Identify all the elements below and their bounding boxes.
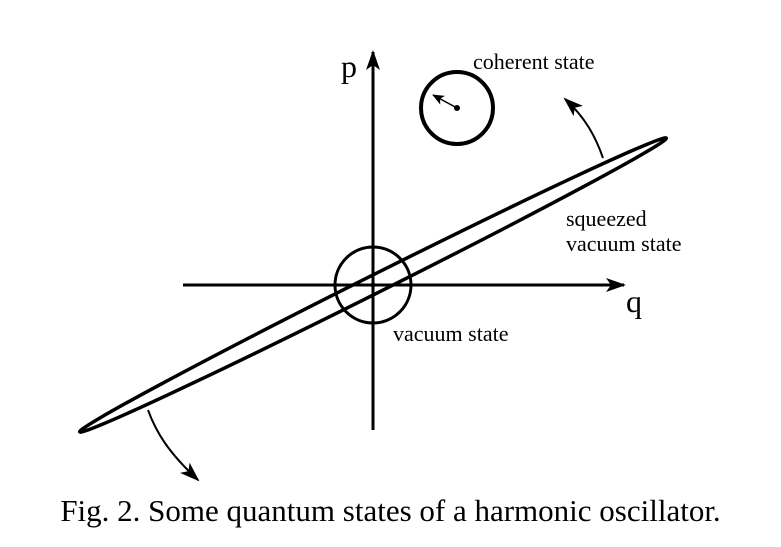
rotation-arrow-upper — [563, 97, 604, 159]
coherent-state-label: coherent state — [473, 49, 595, 74]
squeezed-vacuum-ellipse — [77, 136, 669, 434]
vacuum-state-circle — [333, 245, 413, 325]
squeezed-state-label-line1: squeezed — [566, 206, 647, 231]
p-axis-label: p — [341, 48, 357, 84]
origin-dot — [370, 282, 376, 288]
squeezed-state-label-line2: vacuum state — [566, 231, 681, 256]
figure-caption: Fig. 2. Some quantum states of a harmoni… — [60, 493, 721, 528]
coherent-state-circle — [419, 70, 495, 146]
rotation-arrow-lower — [147, 409, 200, 482]
q-axis-label: q — [626, 283, 642, 319]
coherent-state-arrow — [432, 94, 458, 109]
vacuum-state-label: vacuum state — [393, 321, 508, 346]
